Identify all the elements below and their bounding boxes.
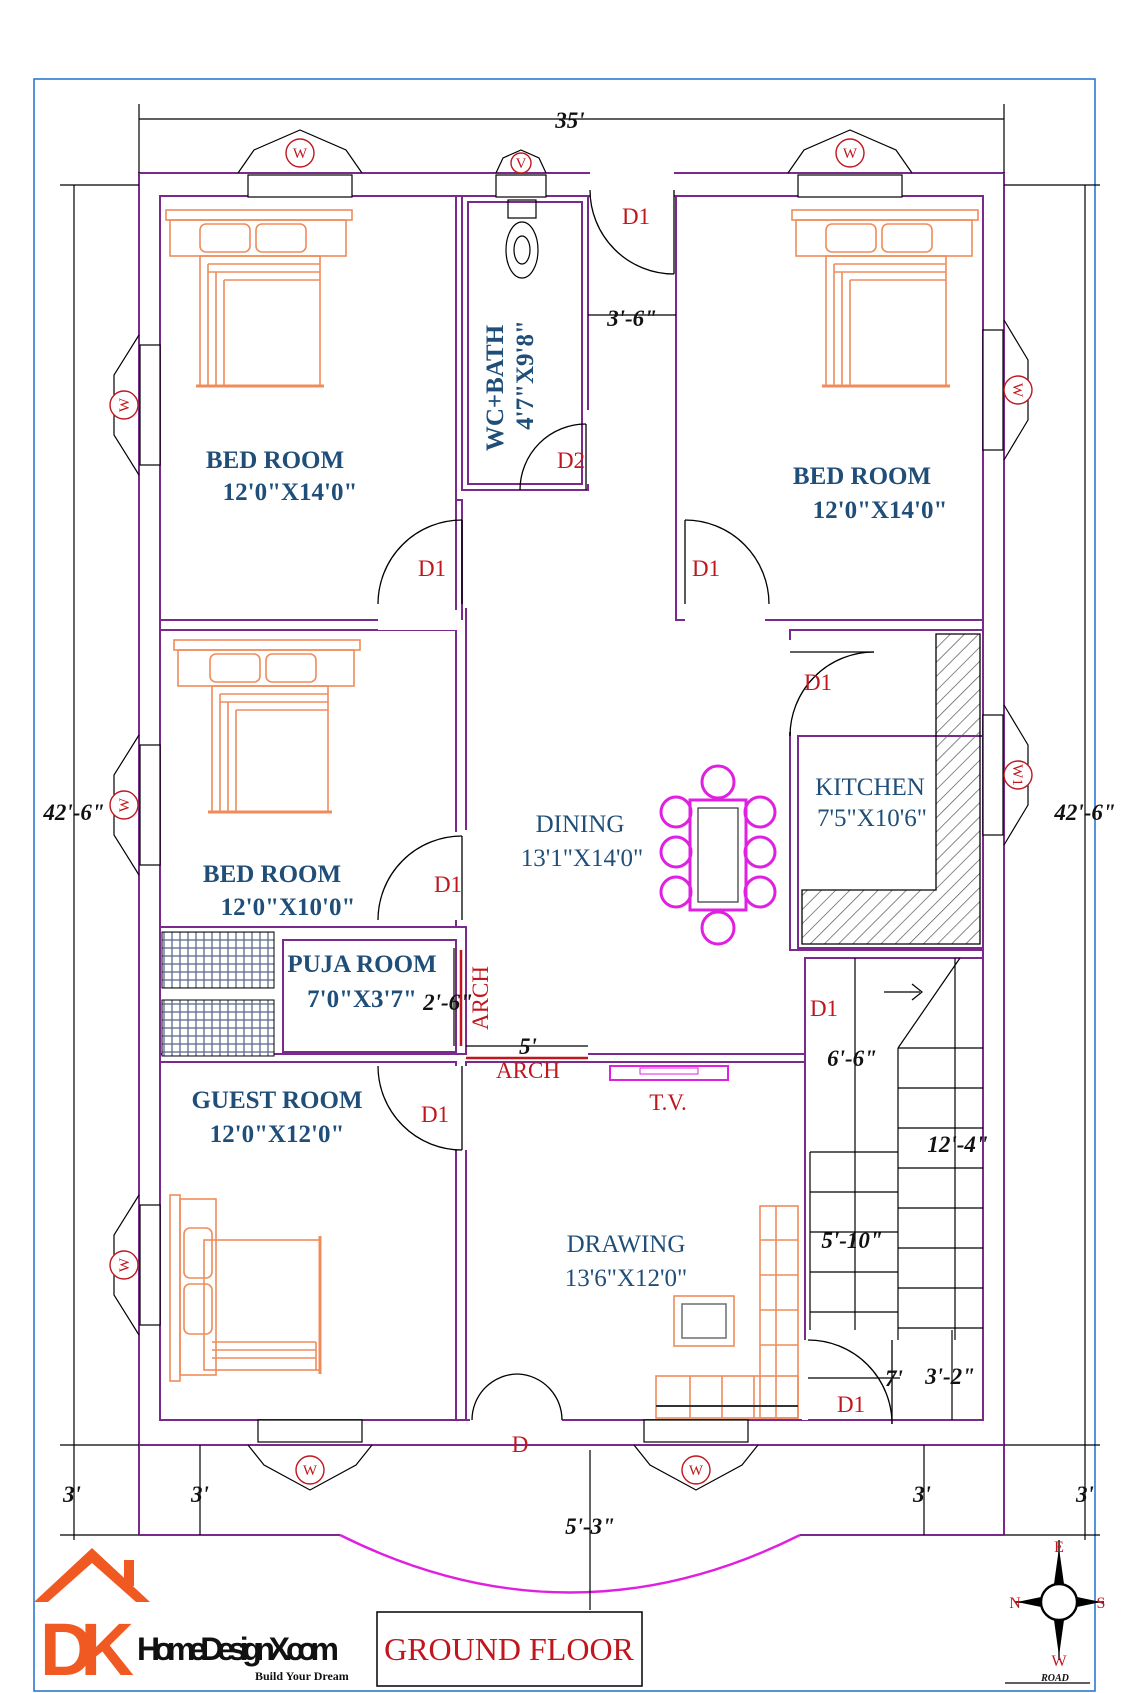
door-label: D	[512, 1432, 529, 1457]
compass-south: S	[1097, 1595, 1106, 1612]
dim-stair-a: 6'-6"	[827, 1046, 877, 1071]
window-tag-label: W	[303, 1463, 318, 1479]
front-bay	[138, 1445, 1005, 1594]
window-tag-label: W	[117, 797, 133, 812]
room-size-puja: 7'0"X3'7"	[307, 986, 417, 1013]
logo-site: HomeDesignX.com	[137, 1631, 339, 1667]
compass-west: W	[1051, 1653, 1067, 1670]
puja-shelf	[161, 931, 275, 989]
window-tag-label: W1	[1009, 764, 1025, 786]
window-tag-label: W	[689, 1463, 704, 1479]
window-tag-label: W	[117, 397, 133, 412]
puja-arch-label: ARCH	[468, 966, 493, 1030]
door-label: D1	[692, 556, 720, 581]
door-label: D1	[418, 556, 446, 581]
room-name-wc: WC+BATH	[482, 324, 509, 451]
bed-icon	[173, 639, 361, 814]
logo-tagline: Build Your Dream	[255, 1669, 349, 1683]
logo: DK HomeDesignX.com Build Your Dream	[34, 1548, 349, 1691]
page-border	[33, 78, 1096, 1692]
compass-north: N	[1009, 1595, 1021, 1612]
bed-icon	[169, 1194, 322, 1382]
dim-height-right: 42'-6"	[1053, 800, 1115, 825]
door-label: D1	[810, 996, 838, 1021]
page-title: GROUND FLOOR	[384, 1631, 634, 1667]
logo-dk: DK	[40, 1608, 134, 1691]
room-size-bed1: 12'0"X14'0"	[223, 479, 358, 506]
doors	[377, 170, 893, 1428]
staircase	[809, 957, 983, 1340]
window-tag-label: W	[117, 1257, 133, 1272]
bed-icon	[791, 209, 979, 388]
dining-table-icon	[659, 764, 777, 946]
dim-stair-b: 12'-4"	[927, 1132, 988, 1157]
room-name-puja: PUJA ROOM	[287, 951, 436, 978]
room-size-bed2: 12'0"X14'0"	[813, 497, 948, 524]
dim-wc-door: 3'-6"	[606, 306, 657, 331]
dimension-lines	[60, 104, 1100, 1610]
door-label: D2	[557, 448, 585, 473]
sofa-icon	[655, 1205, 799, 1419]
dim-front-right-b: 3'	[1075, 1482, 1094, 1507]
kitchen-counter	[801, 633, 981, 945]
windows	[139, 174, 1004, 1443]
window-tag-label: W	[843, 146, 858, 162]
dim-width: 35'	[554, 108, 584, 133]
dim-front-left-b: 3'	[190, 1482, 209, 1507]
room-name-bed2: BED ROOM	[793, 463, 931, 490]
room-name-dining: DINING	[536, 811, 625, 838]
road-label: ROAD	[1040, 1673, 1069, 1684]
room-size-kitchen: 7'5"X10'6"	[817, 805, 927, 832]
room-name-kitchen: KITCHEN	[815, 774, 925, 801]
room-size-guest: 12'0"X12'0"	[210, 1121, 345, 1148]
toilet-icon	[505, 199, 539, 279]
dim-front-left-a: 3'	[62, 1482, 81, 1507]
dim-puja-arch: 2'-6"	[422, 990, 473, 1015]
title-box	[376, 1611, 643, 1687]
room-size-dining: 13'1"X14'0"	[521, 845, 643, 872]
tv-label: T.V.	[649, 1090, 687, 1115]
room-name-bed1: BED ROOM	[206, 447, 344, 474]
room-name-bed3: BED ROOM	[203, 861, 341, 888]
tv-unit-icon	[609, 1065, 729, 1081]
room-name-drawing: DRAWING	[567, 1231, 686, 1258]
door-label: D1	[421, 1102, 449, 1127]
door-label: D1	[622, 204, 650, 229]
window-tags	[109, 138, 1033, 1485]
door-label: D1	[837, 1392, 865, 1417]
dim-stair-e: 3'-2"	[924, 1364, 975, 1389]
room-size-drawing: 13'6"X12'0"	[565, 1265, 687, 1292]
window-tag-label: W	[293, 146, 308, 162]
window-tag-label: V	[516, 156, 527, 172]
dim-arch-width: 5'	[519, 1034, 537, 1059]
dim-front-center: 5'-3"	[565, 1514, 615, 1539]
dim-front-right-a: 3'	[912, 1482, 931, 1507]
room-name-guest: GUEST ROOM	[191, 1087, 362, 1114]
arch-label: ARCH	[496, 1058, 560, 1083]
bed-icon	[165, 209, 353, 388]
room-size-bed3: 12'0"X10'0"	[221, 894, 356, 921]
window-tag-label: W	[1009, 383, 1025, 398]
puja-shelf	[161, 999, 275, 1057]
compass-east: E	[1054, 1539, 1064, 1556]
dim-stair-c: 5'-10"	[821, 1228, 882, 1253]
dim-height-left: 42'-6"	[42, 800, 104, 825]
room-size-wc: 4'7"X9'8"	[512, 320, 539, 430]
door-label: D1	[434, 872, 462, 897]
door-label: D1	[804, 670, 832, 695]
dim-stair-d: 7'	[885, 1366, 903, 1391]
compass-icon	[1005, 1540, 1104, 1684]
